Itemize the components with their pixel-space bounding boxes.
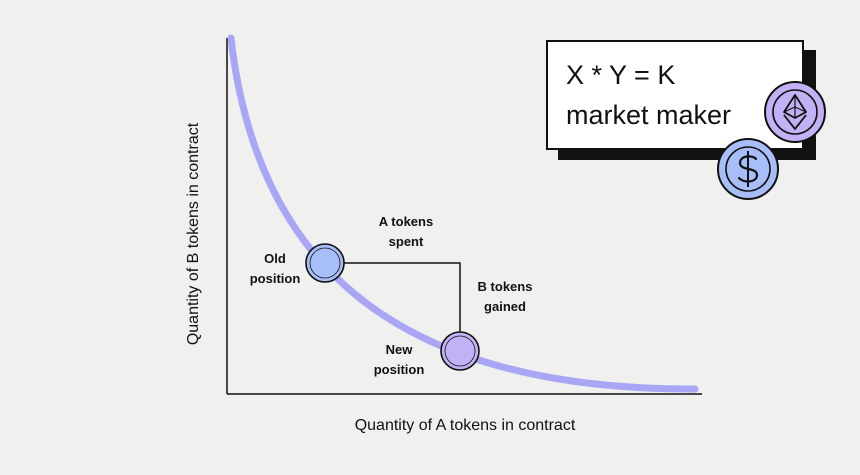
a-tokens-spent-line2: spent	[388, 234, 424, 249]
trade-step-lines	[343, 262, 461, 338]
b-tokens-gained-line1: B tokens	[477, 279, 533, 294]
old-position-point-inner	[309, 247, 341, 279]
a-tokens-spent-line1: A tokens	[378, 214, 434, 229]
xyk-curve	[227, 34, 699, 393]
old-position-label: Old position	[240, 249, 310, 289]
old-position-label-line1: Old	[264, 251, 286, 266]
old-position-label-line2: position	[249, 271, 301, 286]
new-position-label-line2: position	[373, 362, 425, 377]
title-card: X * Y = K market maker	[546, 40, 804, 150]
new-position-point	[440, 331, 480, 371]
ethereum-coin-icon	[764, 81, 826, 143]
x-axis-label: Quantity of A tokens in contract	[354, 417, 576, 434]
b-tokens-gained-line2: gained	[484, 299, 526, 314]
new-position-point-inner	[444, 335, 476, 367]
title-formula: X * Y = K	[566, 60, 676, 90]
new-position-label-line1: New	[385, 342, 413, 357]
title-subtitle: market maker	[566, 100, 732, 130]
y-axis-label: Quantity of B tokens in contract	[185, 122, 202, 346]
dollar-coin-icon	[717, 138, 779, 200]
new-position-label: New position	[362, 340, 436, 380]
old-position-point	[305, 243, 345, 283]
b-tokens-gained-label: B tokens gained	[466, 277, 544, 317]
a-tokens-spent-label: A tokens spent	[364, 212, 448, 252]
